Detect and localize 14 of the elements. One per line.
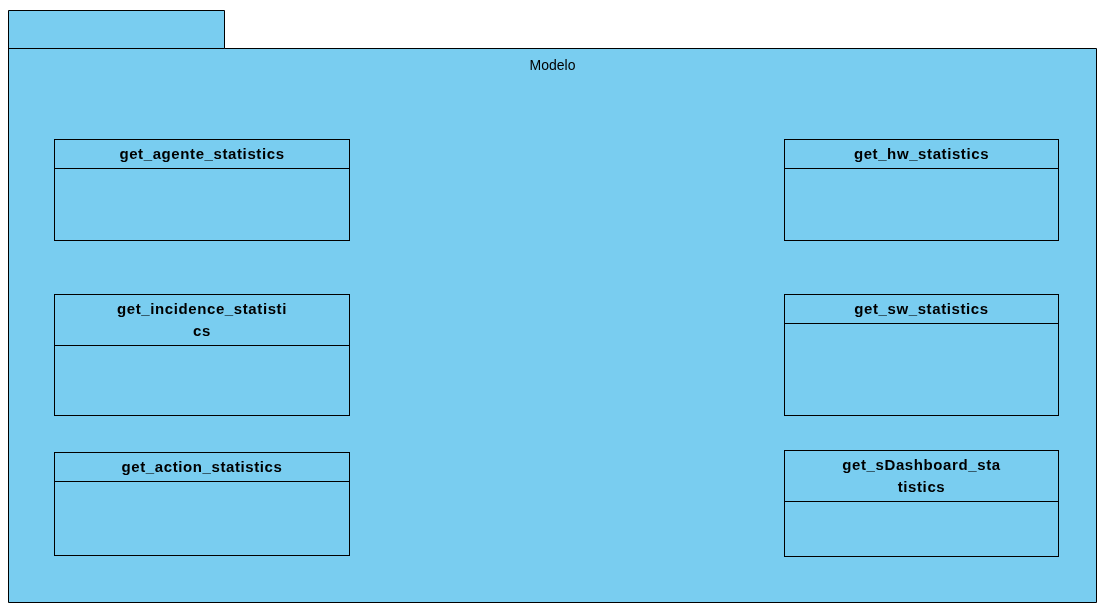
class-name: get_agente_statistics xyxy=(55,140,349,169)
class-name: get_sw_statistics xyxy=(785,295,1058,324)
class-name: get_action_statistics xyxy=(55,453,349,482)
class-box xyxy=(784,139,1059,241)
class-box xyxy=(54,452,350,556)
package-frame xyxy=(8,10,1097,603)
class-box xyxy=(54,294,350,416)
class-name: get_sDashboard_statistics xyxy=(785,451,1058,502)
class-box xyxy=(54,139,350,241)
package-name: Modelo xyxy=(528,57,577,73)
class-box xyxy=(784,450,1059,557)
class-name: get_incidence_statistics xyxy=(55,295,349,346)
class-name: get_hw_statistics xyxy=(785,140,1058,169)
class-box xyxy=(784,294,1059,416)
